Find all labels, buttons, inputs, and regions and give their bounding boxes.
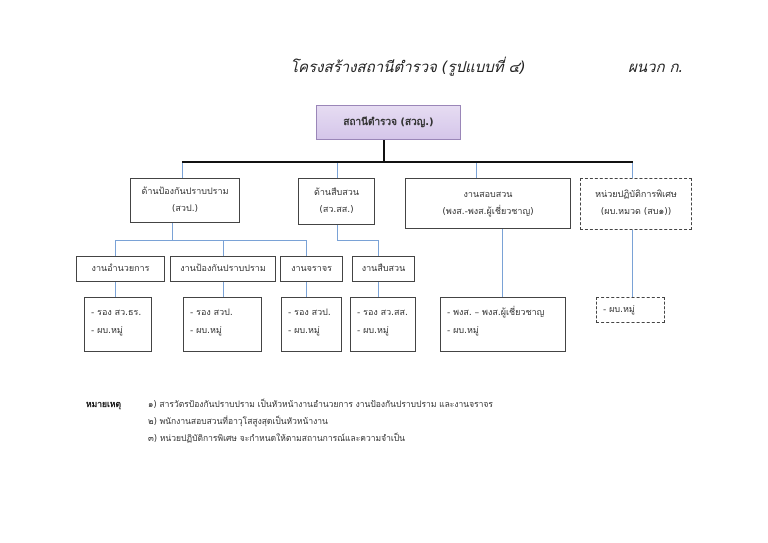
detail-box: - รอง สว.สส. - ผบ.หมู่ bbox=[350, 297, 416, 352]
unit-label: งานป้องกันปราบปราม bbox=[180, 263, 266, 274]
detail-line: - ผบ.หมู่ bbox=[357, 326, 389, 336]
note-item: ๑) สารวัตรป้องกันปราบปราม เป็นหัวหน้างาน… bbox=[148, 400, 493, 410]
connector bbox=[306, 240, 307, 256]
unit-label: งานอำนวยการ bbox=[91, 263, 150, 274]
detail-line: - ผบ.หมู่ bbox=[288, 326, 320, 336]
connector bbox=[502, 229, 503, 297]
detail-box: - พงส. – พงส.ผู้เชี่ยวชาญ - ผบ.หมู่ bbox=[440, 297, 566, 352]
connector bbox=[182, 163, 183, 178]
division-inquiry: งานสอบสวน (พงส.-พงส.ผู้เชี่ยวชาญ) bbox=[405, 178, 571, 229]
connector bbox=[337, 225, 338, 240]
connector bbox=[115, 240, 307, 241]
connector bbox=[115, 240, 116, 256]
connector bbox=[306, 282, 307, 297]
detail-line: - รอง สว.ธร. bbox=[91, 308, 142, 318]
connector bbox=[476, 163, 477, 178]
detail-box: - รอง สวป. - ผบ.หมู่ bbox=[183, 297, 262, 352]
detail-line: - รอง สวป. bbox=[190, 308, 233, 318]
division-prevention: ด้านป้องกันปราบปราม (สวป.) bbox=[130, 178, 240, 223]
division-abbr: (ผบ.หมวด (สบ๑)) bbox=[600, 207, 672, 217]
document-title: โครงสร้างสถานีตำรวจ (รูปแบบที่ ๔) bbox=[290, 58, 526, 76]
connector bbox=[337, 240, 379, 241]
detail-line: - ผบ.หมู่ bbox=[91, 326, 123, 336]
division-name: ด้านสืบสวน bbox=[314, 187, 359, 198]
connector bbox=[383, 140, 385, 162]
detail-box: - รอง สว.ธร. - ผบ.หมู่ bbox=[84, 297, 152, 352]
detail-box: - รอง สวป. - ผบ.หมู่ bbox=[281, 297, 342, 352]
connector bbox=[182, 161, 633, 163]
root-label: สถานีตำรวจ (สวญ.) bbox=[343, 117, 434, 128]
detail-line: - รอง สว.สส. bbox=[357, 308, 408, 318]
connector bbox=[223, 240, 224, 256]
division-abbr: (พงส.-พงส.ผู้เชี่ยวชาญ) bbox=[442, 206, 534, 217]
unit-investigation: งานสืบสวน bbox=[352, 256, 415, 282]
unit-label: งานจราจร bbox=[291, 263, 332, 274]
connector bbox=[223, 282, 224, 297]
division-abbr: (สวป.) bbox=[171, 203, 199, 214]
division-name: งานสอบสวน bbox=[463, 189, 513, 200]
division-investigation: ด้านสืบสวน (สว.สส.) bbox=[298, 178, 375, 225]
detail-line: - พงส. – พงส.ผู้เชี่ยวชาญ bbox=[447, 308, 545, 318]
unit-label: งานสืบสวน bbox=[361, 263, 406, 274]
connector bbox=[115, 282, 116, 297]
unit-administration: งานอำนวยการ bbox=[76, 256, 165, 282]
division-name: หน่วยปฏิบัติการพิเศษ bbox=[595, 190, 677, 200]
annex-label: ผนวก ก. bbox=[628, 58, 684, 76]
unit-prevention: งานป้องกันปราบปราม bbox=[170, 256, 276, 282]
root-box: สถานีตำรวจ (สวญ.) bbox=[316, 105, 461, 140]
note-item: ๓) หน่วยปฏิบัติการพิเศษ จะกำหนดให้ตามสถา… bbox=[148, 434, 405, 444]
connector bbox=[632, 163, 633, 178]
unit-traffic: งานจราจร bbox=[280, 256, 343, 282]
connector bbox=[378, 282, 379, 297]
connector bbox=[378, 240, 379, 256]
connector bbox=[337, 163, 338, 178]
notes-label: หมายเหตุ bbox=[86, 400, 121, 410]
division-special-ops: หน่วยปฏิบัติการพิเศษ (ผบ.หมวด (สบ๑)) bbox=[580, 178, 692, 230]
connector bbox=[632, 230, 633, 297]
note-item: ๒) พนักงานสอบสวนที่อาวุโสสูงสุดเป็นหัวหน… bbox=[148, 417, 328, 427]
detail-line: - ผบ.หมู่ bbox=[603, 305, 635, 315]
detail-box-special: - ผบ.หมู่ bbox=[596, 297, 665, 323]
detail-line: - ผบ.หมู่ bbox=[447, 326, 479, 336]
connector bbox=[172, 223, 173, 240]
division-abbr: (สว.สส.) bbox=[319, 204, 354, 215]
detail-line: - รอง สวป. bbox=[288, 308, 331, 318]
detail-line: - ผบ.หมู่ bbox=[190, 326, 222, 336]
division-name: ด้านป้องกันปราบปราม bbox=[141, 186, 229, 197]
